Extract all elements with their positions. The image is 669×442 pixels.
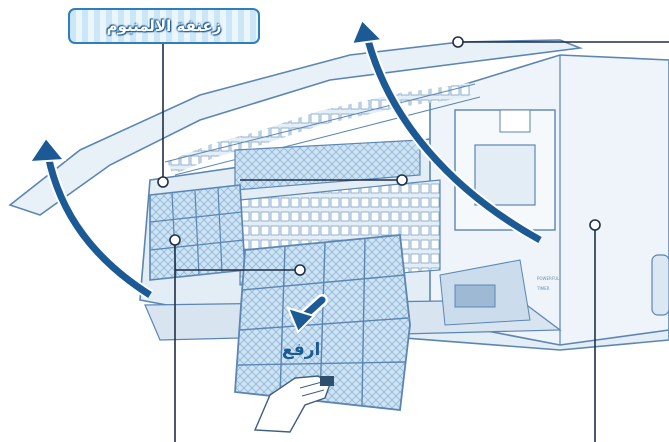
lift-label: ارفع — [282, 340, 320, 360]
unit-label-powerful: POWERFUL — [537, 276, 560, 281]
unit-label-timer: TIMER — [536, 286, 550, 291]
aluminum-fin-label: زعنفة الالمنيوم — [68, 8, 260, 44]
aluminum-fin-label-text: زعنفة الالمنيوم — [107, 17, 222, 35]
air-filter-left — [150, 185, 245, 280]
